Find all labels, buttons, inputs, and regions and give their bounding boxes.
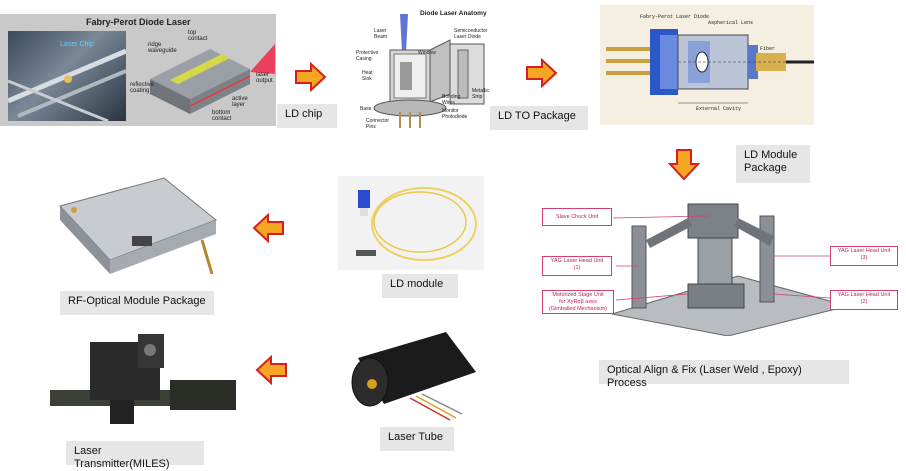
laser-beam-label: Laser Beam [374, 28, 388, 40]
fp-laser-diode-label: Fabry-Perot Laser Diode [640, 14, 710, 20]
protective-casing-label: Protective Casing [356, 50, 379, 62]
weld-station-drawing [611, 203, 850, 336]
yag1-label: YAG Laser Head Unit (1) [542, 256, 612, 276]
rf-module-photo [52, 170, 224, 282]
external-cavity-label: External Cavity [696, 106, 742, 112]
heat-sink-label: Heat Sink [362, 70, 373, 82]
weld-station-panel: Slave Chuck Unit YAG Laser Head Unit (1)… [538, 196, 900, 336]
yag2-label: YAG Laser Head Unit (2) [830, 290, 898, 310]
anatomy-title: Diode Laser Anatomy [420, 10, 487, 17]
caption-ld-module: LD module [382, 274, 458, 298]
window-label: Window [418, 50, 436, 56]
needle-graphic [7, 48, 127, 123]
laser-output-label: laser output [256, 72, 273, 84]
laser-chip-label: Laser Chip [60, 41, 94, 48]
fiber-label: Fiber [760, 46, 776, 52]
slave-chuck-label: Slave Chuck Unit [542, 208, 612, 226]
to-can-drawing [373, 14, 485, 128]
arrow-right-icon [526, 58, 558, 88]
aspherical-lens-label: Aspherical Lens [708, 20, 754, 26]
chip-diagram [150, 44, 275, 114]
caption-ld-to-package: LD TO Package [490, 106, 588, 130]
rf-module-graphic [59, 177, 217, 275]
laser-transmitter-photo [50, 332, 236, 424]
active-layer-label: active layer [232, 96, 248, 108]
laser-tube-graphic [351, 332, 476, 421]
reflective-coating-label: reflective coating [130, 82, 155, 94]
fiber-pigtail-graphic [356, 187, 477, 261]
caption-laser-transmitter: Laser Transmitter(MILES) [66, 441, 204, 470]
caption-laser-tube: Laser Tube [380, 427, 454, 451]
yag3-label: YAG Laser Head Unit (3) [830, 246, 898, 266]
bottom-contact-label: bottom contact [212, 110, 232, 122]
ld-module-photo [338, 176, 484, 270]
arrow-left-icon [255, 355, 287, 385]
base-label: Base [360, 106, 372, 112]
caption-ld-module-package: LD Module Package [736, 145, 810, 183]
arrow-right-icon [295, 62, 327, 92]
fabry-perot-panel: Fabry-Perot Diode Laser Laser Chip top c… [0, 14, 276, 126]
arrow-left-icon [252, 213, 284, 243]
metallic-strip-label: Metallic Strip [472, 88, 489, 100]
fp-title: Fabry-Perot Diode Laser [86, 17, 191, 27]
laser-tube-photo [350, 328, 484, 422]
caption-optical-align: Optical Align & Fix (Laser Weld , Epoxy)… [599, 360, 849, 389]
semiconductor-label: Semiconductor Laser Diode [454, 28, 488, 40]
arrow-down-icon [668, 149, 700, 181]
connector-pins-label: Connector Pins [366, 118, 390, 130]
ld-module-drawing-panel: Fabry-Perot Laser Diode Aspherical Lens … [600, 5, 814, 125]
laser-transmitter-graphic [50, 334, 236, 424]
diode-anatomy-panel: Diode Laser Anatomy Laser Beam Semicondu… [352, 4, 500, 130]
laser-chip-photo: Laser Chip [7, 31, 127, 123]
bonding-wires-label: Bonding Wires [442, 94, 461, 106]
ridge-waveguide-label: ridge waveguide [148, 42, 177, 54]
monitor-photodiode-label: Monitor Photodiode [442, 108, 468, 120]
caption-rf-optical: RF-Optical Module Package [60, 291, 214, 315]
motorized-stage-label: Motorized Stage Unit for XyRαβ axes (Gim… [542, 290, 614, 314]
top-contact-label: top contact [188, 30, 208, 42]
caption-ld-chip: LD chip [277, 104, 337, 128]
module-cross-section [606, 29, 814, 104]
